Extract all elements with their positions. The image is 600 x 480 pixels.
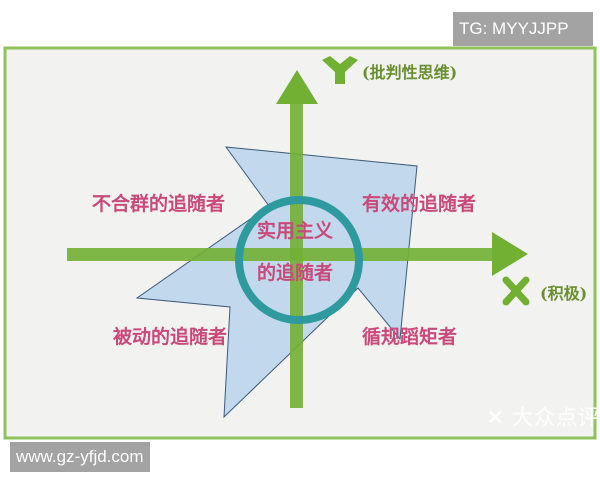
center-label-line1: 实用主义 [257, 220, 334, 242]
quadrant-top-left: 不合群的追随者 [92, 193, 226, 215]
center-circle [235, 196, 363, 324]
y-axis-arrowhead [276, 70, 318, 104]
x-axis-arrowhead [492, 232, 528, 276]
x-axis-shaft [67, 248, 497, 261]
quadrant-bottom-left: 被动的追随者 [113, 326, 228, 348]
y-axis-label: (批判性思维) [362, 63, 458, 82]
watermark-url: www.gz-yfjd.com [10, 442, 150, 472]
center-label-line2: 的追随者 [257, 262, 334, 284]
dianping-logo: ✕ 大众点评 [486, 406, 600, 431]
x-letter-icon [502, 276, 530, 306]
y-letter-icon [322, 56, 358, 84]
quadrant-bottom-right: 循规蹈矩者 [362, 326, 458, 348]
watermark-tg: TG: MYYJJPP [453, 12, 593, 46]
follower-shape [135, 146, 418, 419]
quadrant-top-right: 有效的追随者 [362, 193, 477, 215]
x-axis-label: (积极) [540, 284, 588, 303]
